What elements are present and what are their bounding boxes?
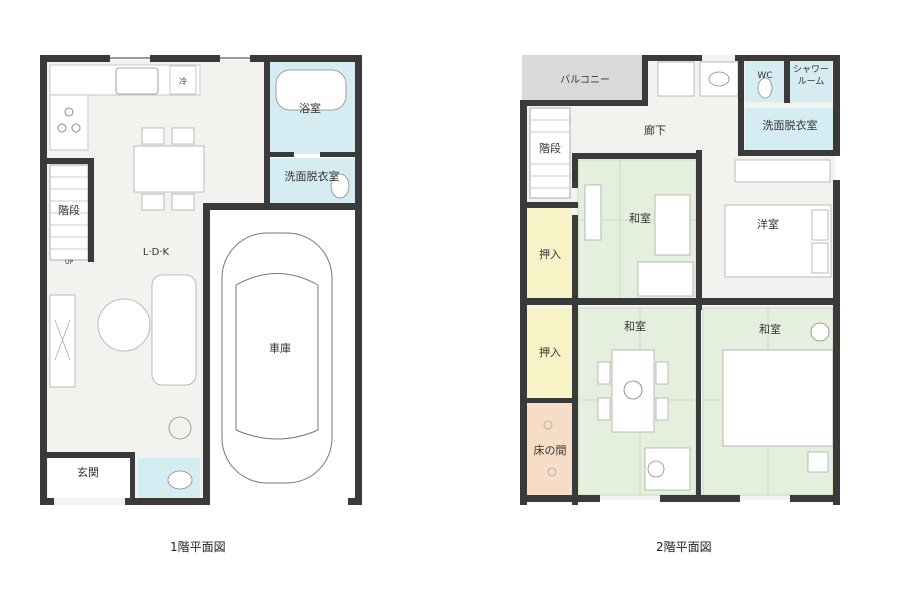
room-label-shower: シャワールーム [792,65,829,87]
toilet-icon [167,470,193,490]
room-label-stairs: 階段 [58,203,80,217]
fridge-label: 冷 [179,76,187,86]
floor-2-caption: 2階平面図 [656,540,712,554]
stairs-up-label: UP [65,259,73,266]
side-table-icon [807,451,829,473]
floor-1-caption: 1階平面図 [170,540,226,554]
chair-icon [171,193,195,211]
washbasin-icon [330,173,350,199]
tokonoma-floor [527,402,572,495]
chair-icon [171,127,195,145]
stove-counter [49,94,89,151]
fridge-icon [169,65,197,95]
cabinet-icon [637,261,694,297]
shower-floor [790,60,832,102]
desk-icon [584,184,602,241]
room-label-wc: WC [757,71,772,81]
room-label-stairs-2f: 階段 [539,141,561,155]
room-label-shower-text: シャワールーム [792,65,829,87]
washstand-icon [657,61,695,97]
room-label-washitsu-right: 和室 [759,322,781,336]
toilet-icon [757,77,773,99]
sofa [151,274,197,386]
tv-stand-icon [644,447,691,491]
room-label-youshitsu: 洋室 [757,217,779,231]
washroom-2f-floor [745,108,833,150]
room-label-entrance: 玄関 [77,465,99,479]
oshiire-bottom-floor [527,308,572,398]
room-label-ldk: L·D·K [143,247,170,258]
room-label-bath: 浴室 [299,101,321,115]
stairs-2f [529,107,571,199]
car-icon [221,232,333,484]
burner-icon [57,123,67,133]
room-label-garage: 車庫 [269,341,291,355]
dining-table [133,145,205,193]
round-table [97,298,151,352]
balcony-floor [522,55,642,100]
lamp-icon [810,322,830,342]
room-label-washroom: 洗面脱衣室 [285,169,340,183]
room-label-hall: 廊下 [644,123,666,137]
room-label-washitsu-top: 和室 [629,211,651,225]
chair-icon [141,127,165,145]
room-label-oshiire-bottom: 押入 [539,345,561,359]
entrance-floor [48,458,130,498]
plant-icon [168,416,192,440]
washbasin-icon [699,61,739,97]
stairs-1f [49,164,89,261]
oshiire-top-floor [527,208,572,298]
room-label-washroom-2f: 洗面脱衣室 [763,118,818,132]
chair-icon [141,193,165,211]
bathtub-icon [275,69,347,111]
closet [734,159,831,183]
kitchen-sink-icon [115,67,159,95]
floor-1-plan: 浴室 洗面脱衣室 階段 L·D·K 車庫 玄関 冷 UP [40,55,362,505]
bed-icon [722,349,834,447]
room-label-tokonoma: 床の間 [534,443,567,457]
room-label-oshiire-top: 押入 [539,247,561,261]
burner-icon [64,107,74,117]
room-label-balcony: バルコニー [560,74,610,86]
room-label-washitsu-left: 和室 [624,319,646,333]
floor-2-plan: バルコニー WC シャワールーム 廊下 階段 洗面脱衣室 和室 洋室 押入 和室… [520,55,840,505]
sofa-icon [654,194,691,256]
burner-icon [71,123,81,133]
